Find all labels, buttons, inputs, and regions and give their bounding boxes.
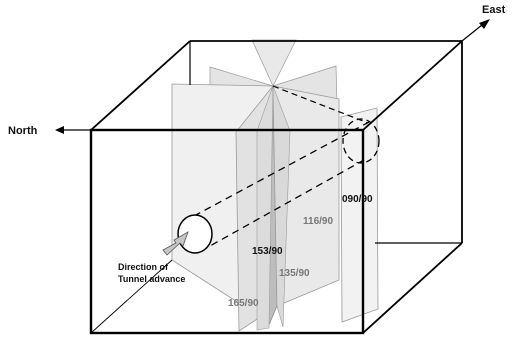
- box-edge-top-left-diag: [90, 40, 191, 131]
- east-label: East: [482, 4, 506, 16]
- tunnel-far-end: [342, 118, 380, 164]
- box-edge-top-right-diag: [362, 40, 463, 131]
- label-plane-116-90: 116/90: [303, 216, 333, 227]
- label-plane-090-90: 090/90: [342, 194, 373, 205]
- tunnel-advance-arrow: [162, 231, 189, 256]
- tunnel-advance-label-line2: Tunnel advance: [118, 274, 185, 284]
- east-arrow: [461, 19, 490, 42]
- box-edge-bottom-left-diag: [90, 259, 173, 334]
- tunnel-near-end: [177, 214, 213, 254]
- tunnel-top-line: [193, 121, 370, 217]
- plane-fan-front-a: [256, 85, 274, 331]
- plane-fan-front-b: [272, 85, 291, 328]
- label-plane-135-90: 135/90: [279, 268, 310, 279]
- tunnel-advance-label-line1: Direction of: [118, 262, 169, 272]
- box-edge-bottom-right-diag: [362, 242, 463, 334]
- label-plane-153-90: 153/90: [252, 246, 283, 257]
- label-plane-165-90: 165/90: [228, 298, 259, 309]
- tunnel-axis-dashed: [272, 85, 369, 124]
- plane-090-90: [340, 107, 379, 323]
- box-front-face: [89, 128, 365, 335]
- north-label: North: [8, 125, 38, 137]
- north-arrow: [55, 126, 91, 134]
- plane-fan-back-top: [251, 39, 297, 87]
